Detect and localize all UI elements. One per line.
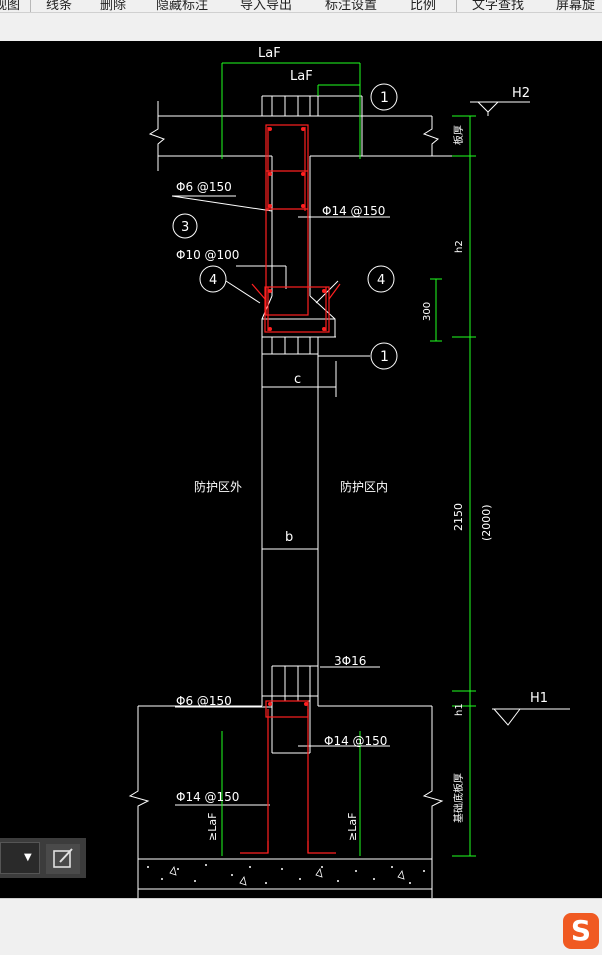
label-bar-bottom-right: Φ14 @150: [324, 734, 387, 748]
menu-item-lines[interactable]: 线条: [46, 0, 73, 13]
label-dim-c: c: [294, 372, 301, 387]
callout-3: 3: [181, 220, 189, 235]
tool-strip: [0, 13, 602, 41]
label-bar-top-left: Φ10 @100: [176, 248, 239, 262]
edit-button[interactable]: [46, 844, 80, 874]
structure-lines: [128, 83, 570, 898]
label-stirrup-top: Φ6 @150: [176, 180, 232, 194]
layer-dropdown[interactable]: [0, 842, 40, 874]
callout-1-top: 1: [380, 90, 389, 106]
label-laf-inner: LaF: [290, 69, 313, 84]
label-laf-bottom-left: ≥LaF: [206, 813, 219, 841]
menu-item-delete[interactable]: 删除: [100, 0, 127, 13]
label-bottom-bars: 3Φ16: [334, 654, 366, 668]
menu-separator: [30, 0, 31, 12]
label-h2-elevation: H2: [512, 86, 530, 101]
layer-combo-panel: ▼: [0, 838, 86, 878]
menu-item-annotation-settings[interactable]: 标注设置: [325, 0, 378, 13]
menu-bar: 视图 线条 删除 隐藏标注 导入导出 标注设置 比例 文字查找 屏幕旋: [0, 0, 602, 13]
drawing-canvas[interactable]: LaF LaF H2 H1 板厚 h2 300 2150 (2000) h1 基…: [0, 41, 602, 898]
label-laf-bottom-right: ≥LaF: [346, 813, 359, 841]
label-foundation-thickness: 基础底板厚: [452, 773, 465, 823]
label-dim-300: 300: [422, 302, 433, 321]
menu-item-text-search[interactable]: 文字查找: [472, 0, 525, 13]
label-h1-elevation: H1: [530, 691, 548, 706]
concrete-hatch: [147, 864, 425, 884]
label-slab-thickness: 板厚: [452, 125, 465, 145]
label-dim-2000: (2000): [480, 504, 493, 541]
label-bar-top-right: Φ14 @150: [322, 204, 385, 218]
label-bar-bottom-left: Φ14 @150: [176, 790, 239, 804]
label-dim-2150: 2150: [452, 503, 465, 531]
cad-drawing: LaF LaF H2 H1 板厚 h2 300 2150 (2000) h1 基…: [128, 46, 570, 898]
label-laf-outer: LaF: [258, 46, 281, 61]
label-stirrup-bottom: Φ6 @150: [176, 694, 232, 708]
dimension-lines: [221, 62, 476, 857]
menu-item-hide-annotations[interactable]: 隐藏标注: [156, 0, 209, 13]
callout-4-left: 4: [209, 273, 217, 288]
menu-separator: [456, 0, 457, 12]
status-bar: [0, 898, 602, 924]
label-dim-h1: h1: [454, 703, 465, 716]
concrete-hatch-triangles: [169, 866, 405, 886]
menu-item-import-export[interactable]: 导入导出: [240, 0, 293, 13]
label-dim-h2: h2: [454, 240, 465, 253]
label-dim-b: b: [285, 530, 293, 545]
menu-item-scale[interactable]: 比例: [410, 0, 437, 13]
menu-item-screen-rotate[interactable]: 屏幕旋: [556, 0, 596, 13]
taskbar: [0, 923, 602, 955]
rebar-dots: [268, 127, 326, 706]
edit-icon: [53, 848, 73, 868]
menu-item-view[interactable]: 视图: [0, 0, 21, 13]
ime-logo-icon[interactable]: S: [563, 913, 599, 949]
label-outside-zone: 防护区外: [194, 479, 242, 494]
label-inside-zone: 防护区内: [340, 479, 388, 494]
callout-1-mid: 1: [380, 349, 389, 365]
callout-4-right: 4: [377, 273, 385, 288]
rebar-lines: [240, 124, 341, 854]
chevron-down-icon[interactable]: ▼: [24, 852, 32, 863]
